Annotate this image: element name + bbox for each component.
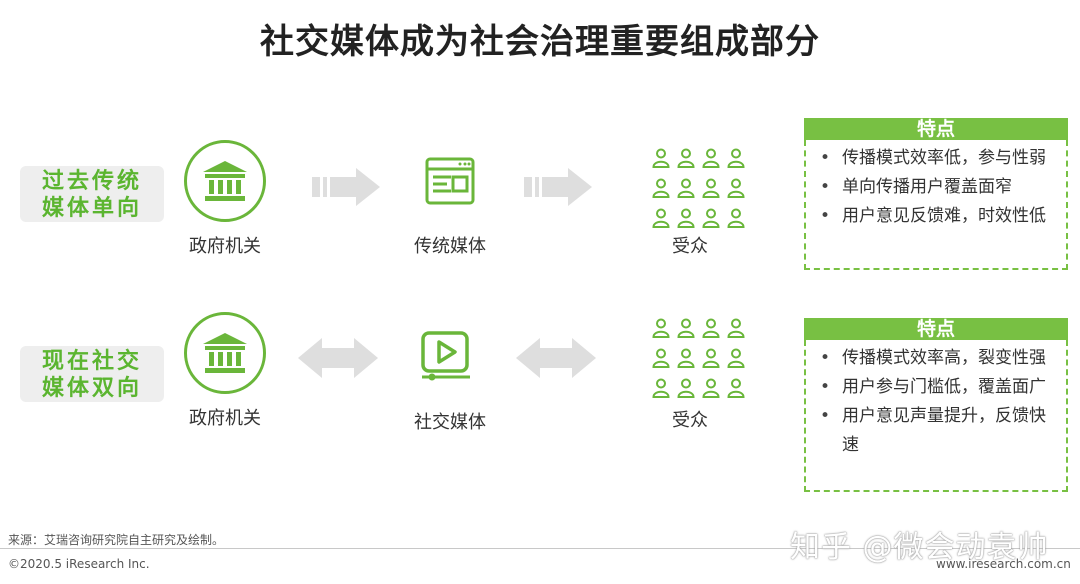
arrow-right-icon (312, 168, 380, 206)
person-icon (677, 178, 695, 202)
person-icon (652, 208, 670, 232)
row-label-line: 过去传统 (41, 169, 142, 194)
double-arrow-icon (516, 338, 596, 378)
media-label: 传统媒体 (414, 236, 486, 257)
double-arrow-icon (298, 338, 378, 378)
media-label: 社交媒体 (414, 412, 486, 433)
person-icon (677, 318, 695, 342)
feature-item: 单向传播用户覆盖面窄 (814, 173, 1060, 202)
row-label-social: 现在社交 媒体双向 (20, 346, 164, 402)
person-icon (727, 208, 745, 232)
footer-divider (0, 548, 1080, 549)
feature-item: 用户意见反馈难，时效性低 (814, 202, 1060, 231)
audience-group-icon (652, 318, 745, 402)
person-icon (727, 378, 745, 402)
person-icon (702, 208, 720, 232)
row-label-line: 媒体双向 (41, 376, 142, 401)
feature-item: 传播模式效率高，裂变性强 (814, 344, 1060, 373)
arrow-right-icon (524, 168, 592, 206)
person-icon (652, 318, 670, 342)
person-icon (652, 148, 670, 172)
person-icon (652, 178, 670, 202)
audience-group-icon (652, 148, 745, 232)
features-title: 特点 (804, 118, 1068, 140)
row-label-line: 现在社交 (41, 349, 142, 374)
person-icon (677, 148, 695, 172)
feature-item: 用户意见声量提升，反馈快 (814, 402, 1060, 431)
person-icon (702, 148, 720, 172)
person-icon (702, 178, 720, 202)
person-icon (702, 378, 720, 402)
feature-item-continuation: 速 (842, 435, 859, 455)
person-icon (727, 148, 745, 172)
government-node (184, 140, 266, 222)
newspaper-icon (425, 157, 475, 205)
government-label: 政府机关 (189, 236, 261, 257)
feature-item: 传播模式效率低，参与性弱 (814, 144, 1060, 173)
government-building-icon (203, 333, 247, 373)
features-box: 传播模式效率低，参与性弱 单向传播用户覆盖面窄 用户意见反馈难，时效性低 (804, 140, 1068, 270)
person-icon (677, 208, 695, 232)
features-panel: 特点 传播模式效率低，参与性弱 单向传播用户覆盖面窄 用户意见反馈难，时效性低 (804, 118, 1068, 270)
person-icon (652, 348, 670, 372)
person-icon (702, 348, 720, 372)
source-note: 来源：艾瑞咨询研究院自主研究及绘制。 (8, 533, 225, 547)
government-building-icon (203, 161, 247, 201)
person-icon (727, 318, 745, 342)
features-panel: 特点 传播模式效率高，裂变性强 用户参与门槛低，覆盖面广 用户意见声量提升，反馈… (804, 318, 1068, 492)
person-icon (727, 348, 745, 372)
person-icon (652, 378, 670, 402)
government-label: 政府机关 (189, 408, 261, 429)
person-icon (677, 378, 695, 402)
website: www.iresearch.com.cn (936, 557, 1071, 571)
person-icon (727, 178, 745, 202)
audience-label: 受众 (672, 236, 708, 257)
video-play-icon (421, 331, 470, 381)
copyright: ©2020.5 iResearch Inc. (8, 557, 150, 571)
government-node (184, 312, 266, 394)
row-label-line: 媒体单向 (41, 196, 142, 221)
page-title: 社交媒体成为社会治理重要组成部分 (260, 22, 820, 62)
person-icon (677, 348, 695, 372)
audience-label: 受众 (672, 410, 708, 431)
watermark: 知乎 @微会动袁帅 (790, 530, 1049, 565)
features-box: 传播模式效率高，裂变性强 用户参与门槛低，覆盖面广 用户意见声量提升，反馈快 速 (804, 340, 1068, 492)
feature-item: 用户参与门槛低，覆盖面广 (814, 373, 1060, 402)
row-label-traditional: 过去传统 媒体单向 (20, 166, 164, 222)
person-icon (702, 318, 720, 342)
features-title: 特点 (804, 318, 1068, 340)
